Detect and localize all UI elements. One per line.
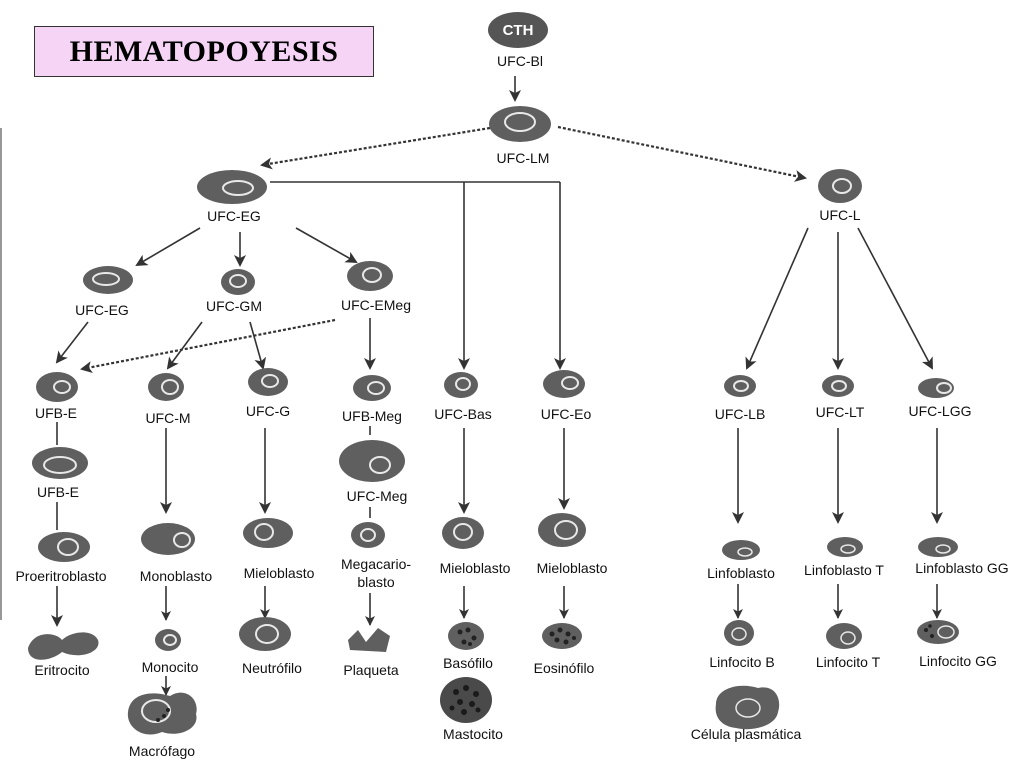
cells [28,12,959,735]
ufb-meg-cell [353,375,391,401]
eosinofilo-cell [542,623,582,649]
ufc-lm-cell [489,106,551,142]
mieloblasto-bas-label: Mieloblasto [440,560,511,576]
linfocito-b-cell [724,620,754,646]
cth-cell [488,12,548,48]
monocito-label: Monocito [142,659,199,675]
ufc-l-cell [818,169,862,203]
ufc-lb-label: UFC-LB [715,406,766,422]
arrow-eg-ufbe [55,321,89,364]
ufc-eg-label: UFC-EG [75,302,129,318]
ufb-e-2-label: UFB-E [37,484,79,500]
megacarioblasto-label-1: Megacario- [341,556,411,572]
neutrofilo-label: Neutrófilo [242,660,302,676]
mastocito-cell [440,677,492,723]
linfocito-gg-cell [917,620,959,644]
ufc-bl-label: UFC-Bl [497,53,543,69]
monocito-cell [155,629,181,651]
ufc-lgg-label: UFC-LGG [909,403,972,419]
basofilo-label: Basófilo [443,655,493,671]
neutrofilo-cell [239,617,291,651]
linfoblasto-label: Linfoblasto [707,565,775,581]
linfoblasto-t-cell [827,537,863,557]
linfocito-gg-label: Linfocito GG [919,653,997,669]
ufc-eg-top-cell [197,170,267,204]
ufc-lm-label: UFC-LM [497,150,550,166]
ufc-m-label: UFC-M [145,410,190,426]
mieloblasto-eo-cell [538,513,586,547]
title-box: HEMATOPOYESIS [34,26,374,77]
megacarioblasto-cell [351,522,385,548]
ufc-lt-label: UFC-LT [816,404,865,420]
proeritroblasto-cell [38,532,90,562]
ufc-gm-cell [221,269,255,295]
arrow-l-lgg [857,227,933,370]
eritrocito-cell [28,632,99,660]
ufb-meg-label: UFB-Meg [342,408,402,424]
linfoblasto-gg-label: Linfoblasto GG [915,560,1008,576]
ufc-lt-cell [822,375,854,397]
ufc-eg-cell [83,266,133,294]
monoblasto-label: Monoblasto [140,568,213,584]
ufc-eo-label: UFC-Eo [541,406,592,422]
eritrocito-label: Eritrocito [34,662,89,678]
ufb-e-2-cell [32,447,88,479]
arrow-eg-emeg [295,227,358,263]
mieloblasto-g-label: Mieloblasto [244,565,315,581]
plaqueta-cell [348,628,390,652]
macrofago-label: Macrófago [129,743,195,759]
ufc-bas-cell [444,372,478,398]
ufc-eg-top-label: UFC-EG [207,208,261,224]
ufc-g-cell [248,368,288,396]
megacarioblasto-label-2: blasto [357,574,395,590]
linfoblasto-gg-cell [918,537,958,557]
plaqueta-label: Plaqueta [343,662,398,678]
celula-plasmatica-cell [715,685,780,730]
page-title: HEMATOPOYESIS [69,34,339,68]
cth-label: CTH [503,22,534,39]
ufc-eo-cell [543,370,585,398]
arrow-l-lb [745,227,809,370]
ufc-meg-cell [339,440,405,482]
ufc-m-cell [148,373,184,401]
macrofago-cell [127,692,197,735]
arrow-emeg-ufbe [80,318,336,373]
mieloblasto-g-cell [243,518,293,548]
arrow-gm-m [166,321,203,370]
monoblasto-cell [141,523,195,555]
linfocito-t-label: Linfocito T [816,654,881,670]
ufc-lgg-cell [918,378,954,398]
proeritroblasto-label: Proeritroblasto [15,568,106,584]
arrow-lm-l [557,125,807,182]
linfoblasto-cell [722,540,760,560]
arrow-eg-eg [135,227,201,267]
arrow-lm-eg [260,126,491,170]
linfocito-b-label: Linfocito B [709,654,774,670]
ufc-l-label: UFC-L [819,207,860,223]
labels: CTH UFC-Bl UFC-LM UFC-EG UFC-L UFC-EG UF… [15,22,1008,759]
ufc-gm-label: UFC-GM [206,298,262,314]
mieloblasto-eo-label: Mieloblasto [537,560,608,576]
ufb-e-1-cell [36,372,78,402]
ufc-emeg-cell [347,261,393,291]
linfocito-t-cell [826,623,862,649]
ufc-lb-cell [724,375,756,397]
ufc-meg-label: UFC-Meg [347,488,408,504]
ufc-bas-label: UFC-Bas [434,406,492,422]
celula-plasmatica-label: Célula plasmática [691,726,802,742]
connectors [51,76,943,696]
arrow-gm-g [249,321,267,370]
ufc-emeg-label: UFC-EMeg [341,297,411,313]
eosinofilo-label: Eosinófilo [534,660,595,676]
basofilo-cell [448,622,484,650]
ufb-e-1-label: UFB-E [35,405,77,421]
ufc-g-label: UFC-G [246,403,290,419]
mastocito-label: Mastocito [443,726,503,742]
mieloblasto-bas-cell [442,517,484,549]
linfoblasto-t-label: Linfoblasto T [804,562,884,578]
